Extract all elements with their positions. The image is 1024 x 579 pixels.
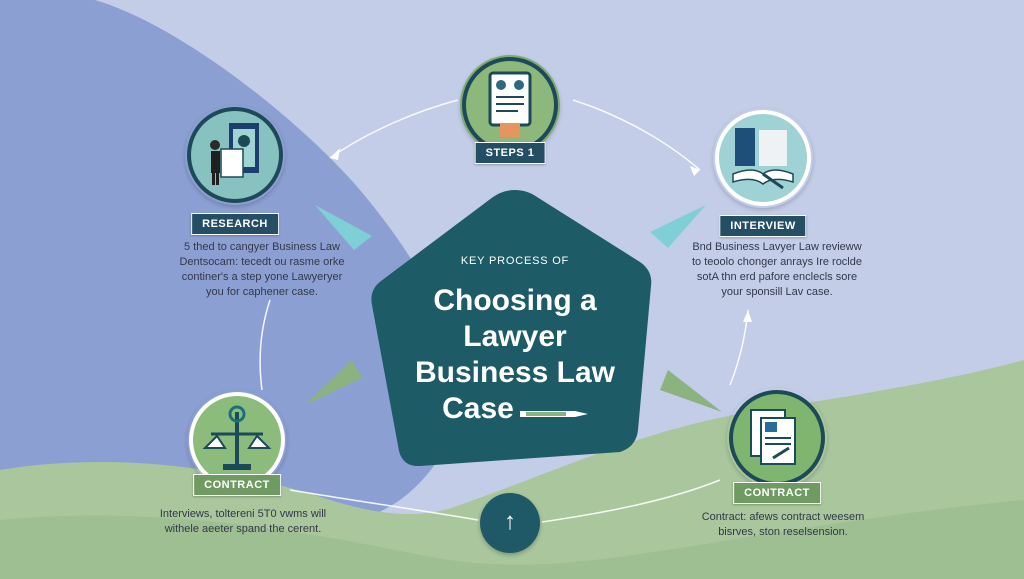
arrow-up-icon: ↑ xyxy=(504,508,516,535)
up-arrow-button[interactable]: ↑ xyxy=(480,493,540,553)
lawyer-portrait-icon xyxy=(185,105,285,205)
research-line-2: Dentsocam: tecedt ou rasme orke xyxy=(179,256,345,268)
contract-left-line-2: withele aeeter spand the cerent. xyxy=(164,523,322,535)
contract-right-line-2: bisrves, ston reselsension. xyxy=(718,526,848,538)
arrowhead-b xyxy=(690,166,700,176)
arrow-interview-to-center xyxy=(650,205,706,248)
interview-line-1: Bnd Business Lavyer Law revieww xyxy=(692,241,862,253)
center-title-line-4-text: Case xyxy=(442,392,514,425)
center-pentagon xyxy=(371,190,652,467)
center-title-block: KEY PROCESS OF Choosing a Lawyer Busines… xyxy=(385,255,645,427)
contract-right-line-1: Contract: afews contract weesem xyxy=(701,511,865,523)
arc-left-to-center-button xyxy=(289,489,479,521)
center-title-line-1: Choosing a xyxy=(433,284,597,317)
contract-left-node: CONTRACT xyxy=(182,390,292,500)
contract-right-node: CONTRACT xyxy=(722,388,832,504)
research-label: RESEARCH xyxy=(191,213,279,235)
arc-step1-to-interview xyxy=(572,99,701,171)
interview-line-4: your sponsill Lav case. xyxy=(721,286,833,298)
arrowhead-c xyxy=(743,310,752,322)
left-blob xyxy=(0,0,459,530)
research-line-3: continer's a step yone Lawyeryer xyxy=(181,271,343,283)
arrow-contract-right-to-center xyxy=(660,370,722,412)
arrow-research-to-center xyxy=(315,205,372,250)
interview-line-3: sotA thn erd pafore enclecls sore xyxy=(696,271,858,283)
interview-label: INTERVIEW xyxy=(719,215,807,237)
arc-research-to-step1 xyxy=(329,99,459,159)
interview-line-2: to teoolo chonger anrays Ire roclde xyxy=(692,256,862,268)
center-kicker: KEY PROCESS OF xyxy=(460,255,570,267)
contract-right-description: Contract: afews contract weesem bisrves,… xyxy=(678,510,888,540)
center-title: Choosing a Lawyer Business Law Case xyxy=(385,283,645,427)
center-title-line-3: Business Law xyxy=(414,356,616,389)
contract-documents-icon xyxy=(727,388,827,488)
center-title-line-4: Case xyxy=(385,391,645,427)
arc-center-button-to-right xyxy=(541,479,721,523)
arc-research-to-contract-left xyxy=(259,299,271,391)
step1-node: STEPS 1 xyxy=(455,55,565,165)
document-checklist-icon xyxy=(460,55,560,155)
green-hill-front xyxy=(0,500,1024,579)
research-description: 5 thed to cangyer Business Law Dentsocam… xyxy=(157,240,367,300)
step1-label: STEPS 1 xyxy=(474,142,546,164)
contract-right-label: CONTRACT xyxy=(733,482,821,504)
research-line-4: you for caphener case. xyxy=(206,286,318,298)
research-node: RESEARCH xyxy=(180,105,290,235)
interview-description: Bnd Business Lavyer Law revieww to teool… xyxy=(672,240,882,300)
contract-left-description: Interviews, toltereni 5T0 vwms will with… xyxy=(138,507,348,537)
arrow-contract-left-to-center xyxy=(305,360,362,405)
contract-left-label: CONTRACT xyxy=(193,474,281,496)
arrowhead-a xyxy=(330,148,340,160)
interview-node: INTERVIEW xyxy=(708,108,818,237)
open-book-icon xyxy=(713,108,813,208)
research-line-1: 5 thed to cangyer Business Law xyxy=(184,241,340,253)
pen-icon xyxy=(520,411,588,417)
center-title-line-2: Lawyer xyxy=(463,320,567,353)
contract-left-line-1: Interviews, toltereni 5T0 vwms will xyxy=(159,508,327,520)
